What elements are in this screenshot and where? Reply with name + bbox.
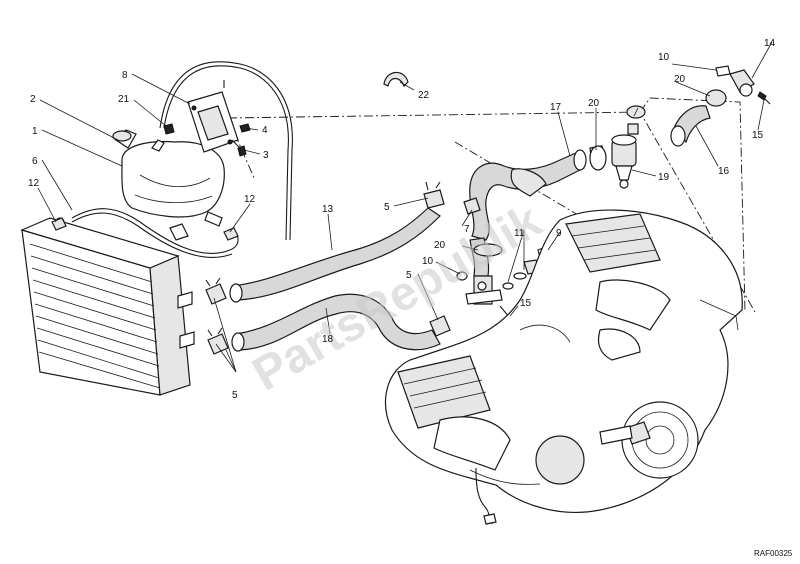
- spring-clip-22: [383, 71, 409, 88]
- leader-lines: [37, 41, 773, 373]
- callout-15-lower: 15: [520, 298, 532, 309]
- callout-15-top: 15: [752, 130, 764, 141]
- callout-4: 4: [262, 125, 268, 136]
- hose-18: [235, 293, 441, 351]
- sealing-washer-11: [502, 272, 527, 290]
- callout-12-right: 12: [244, 194, 256, 205]
- callout-20-lower: 20: [434, 240, 446, 251]
- overflow-hose: [159, 61, 293, 241]
- water-fitting-14: [715, 65, 755, 97]
- screw-3: [231, 139, 247, 157]
- callout-17: 17: [550, 102, 562, 113]
- tank-bracket: [187, 80, 239, 153]
- callout-5-upper: 5: [384, 202, 390, 213]
- callout-16: 16: [718, 166, 730, 177]
- callout-5-lower: 5: [232, 390, 238, 401]
- callout-10-lower: 10: [422, 256, 434, 267]
- hose-clamp-lower-right: [429, 315, 451, 337]
- callout-19: 19: [658, 172, 670, 183]
- callout-22: 22: [418, 90, 430, 101]
- callout-2: 2: [30, 94, 36, 105]
- callout-5-middle: 5: [406, 270, 412, 281]
- screw-4: [239, 123, 251, 133]
- callout-1: 1: [32, 126, 38, 137]
- clip-12-right: [223, 227, 239, 241]
- hose-clamp-20-top: [705, 89, 727, 107]
- callout-20-top: 20: [674, 74, 686, 85]
- callout-3: 3: [263, 150, 269, 161]
- callout-21: 21: [118, 94, 130, 105]
- callout-10-top: 10: [658, 52, 670, 63]
- t-fitting: [465, 275, 503, 305]
- hose-clamp-upper-right: [423, 181, 445, 209]
- screw-15-top: [757, 91, 771, 105]
- tank-plug: [169, 223, 189, 241]
- screw-21: [163, 123, 175, 135]
- callout-7: 7: [464, 224, 470, 235]
- hose-clamp-20-lower: [473, 243, 503, 257]
- callout-labels: 1 2 3 4 5 5 5 6 7 8 9 10 10 11 12 12 13 …: [28, 38, 776, 401]
- callout-9: 9: [556, 228, 562, 239]
- callout-20-mid: 20: [588, 98, 600, 109]
- breather-hose: [71, 208, 239, 254]
- callout-11: 11: [514, 228, 525, 239]
- hose-clamp-radiator-lower: [207, 327, 229, 355]
- thermostat: [611, 123, 639, 189]
- callout-12-left: 12: [28, 178, 40, 189]
- radiator: [20, 217, 195, 396]
- hose-clamp-radiator-upper: [205, 277, 227, 305]
- callout-13: 13: [322, 204, 334, 215]
- expansion-tank: [112, 129, 225, 227]
- callout-14: 14: [764, 38, 776, 49]
- hose-13: [231, 207, 441, 301]
- callout-8: 8: [122, 70, 128, 81]
- callout-18: 18: [322, 334, 334, 345]
- engine: [384, 209, 743, 513]
- reference-code: RAF00325: [754, 549, 793, 558]
- callout-6: 6: [32, 156, 38, 167]
